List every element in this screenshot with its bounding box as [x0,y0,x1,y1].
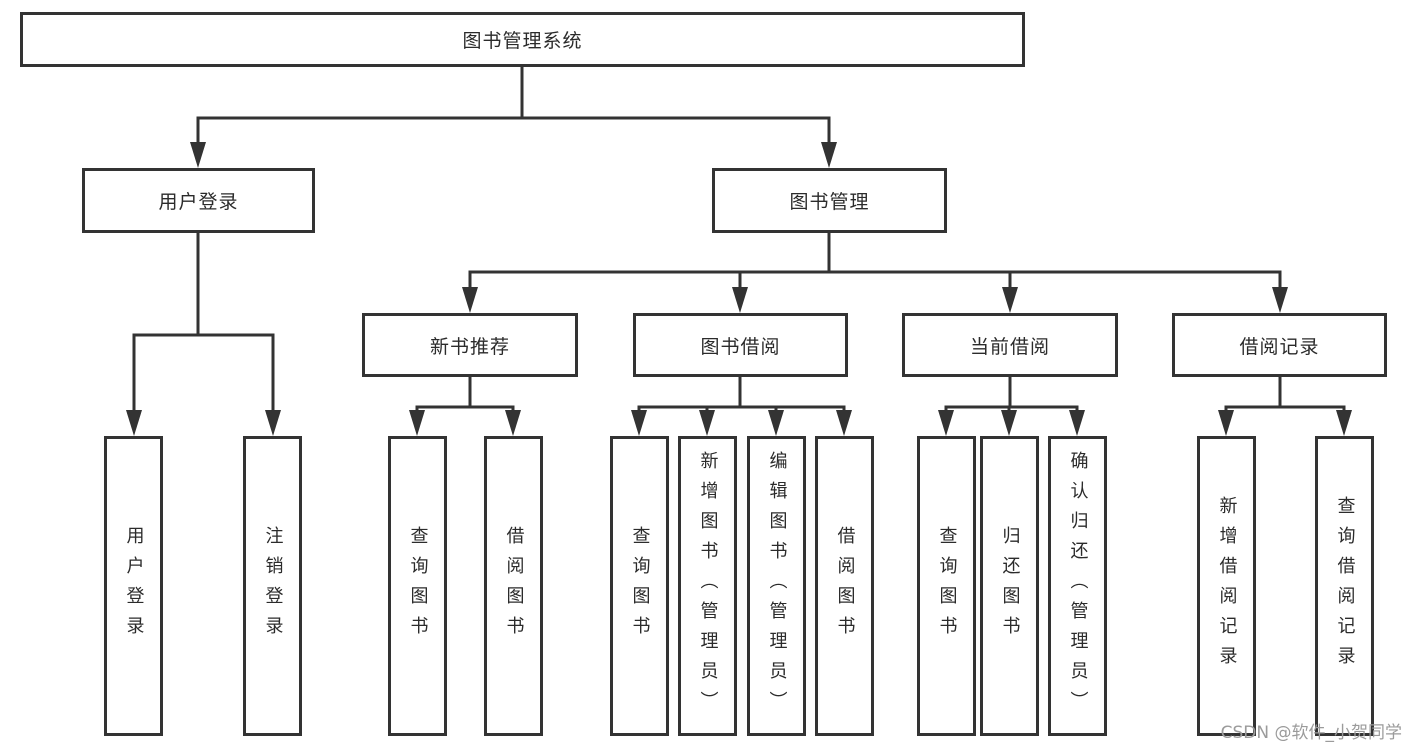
leaf-label: 归还图书 [999,526,1021,646]
leaf-current-confirm-return-admin: 确认归还（管理员） [1048,436,1107,736]
arrowhead [1218,410,1234,436]
leaf-records-query-borrow-record: 查询借阅记录 [1315,436,1374,736]
arrowhead [938,410,954,436]
arrowhead [821,142,837,168]
leaf-borrowing-borrow-books: 借阅图书 [815,436,874,736]
arrowhead [699,410,715,436]
leaf-label: 查询图书 [936,526,958,646]
arrowhead [836,410,852,436]
arrowhead [1002,287,1018,313]
leaf-label: 新增借阅记录 [1216,496,1238,676]
leaf-borrowing-query-books: 查询图书 [610,436,669,736]
csdn-watermark: CSDN @软件_小贺同学 [1220,723,1402,743]
arrowhead [1272,287,1288,313]
arrowhead [1001,410,1017,436]
node-user-login: 用户登录 [82,168,315,233]
arrowhead [1336,410,1352,436]
arrowhead [505,410,521,436]
arrowhead [631,410,647,436]
node-book-management: 图书管理 [712,168,947,233]
leaf-label: 查询借阅记录 [1334,496,1356,676]
leaf-label: 新增图书（管理员） [697,451,719,721]
node-label: 图书管理 [789,191,870,213]
arrowhead [265,410,281,436]
leaf-label: 借阅图书 [834,526,856,646]
node-library-management-system: 图书管理系统 [20,12,1025,67]
arrowhead [732,287,748,313]
leaf-recommend-borrow-books: 借阅图书 [484,436,543,736]
leaf-records-add-borrow-record: 新增借阅记录 [1197,436,1256,736]
arrowhead [409,410,425,436]
leaf-recommend-query-books: 查询图书 [388,436,447,736]
node-book-borrowing: 图书借阅 [633,313,848,377]
node-label: 借阅记录 [1239,335,1320,358]
node-label: 图书借阅 [700,335,781,358]
leaf-label: 编辑图书（管理员） [766,451,788,721]
node-label: 当前借阅 [969,335,1050,358]
leaf-user-login: 用户登录 [104,436,163,736]
node-label: 图书管理系统 [462,30,583,52]
node-borrowing-records: 借阅记录 [1172,313,1387,377]
arrowhead [768,410,784,436]
arrowhead [1069,410,1085,436]
node-new-book-recommendation: 新书推荐 [362,313,578,377]
node-label: 用户登录 [158,191,239,213]
leaf-label: 用户登录 [123,526,145,646]
leaf-label: 确认归还（管理员） [1067,451,1089,721]
arrowhead [462,287,478,313]
leaf-borrowing-edit-books-admin: 编辑图书（管理员） [747,436,806,736]
leaf-label: 查询图书 [407,526,429,646]
leaf-current-query-books: 查询图书 [917,436,976,736]
leaf-label: 借阅图书 [503,526,525,646]
leaf-logout-login: 注销登录 [243,436,302,736]
leaf-borrowing-add-books-admin: 新增图书（管理员） [678,436,737,736]
node-label: 新书推荐 [429,335,510,358]
leaf-label: 查询图书 [629,526,651,646]
node-current-borrowing: 当前借阅 [902,313,1118,377]
arrowhead [190,142,206,168]
leaf-label: 注销登录 [262,526,284,646]
arrowhead [126,410,142,436]
leaf-current-return-books: 归还图书 [980,436,1039,736]
